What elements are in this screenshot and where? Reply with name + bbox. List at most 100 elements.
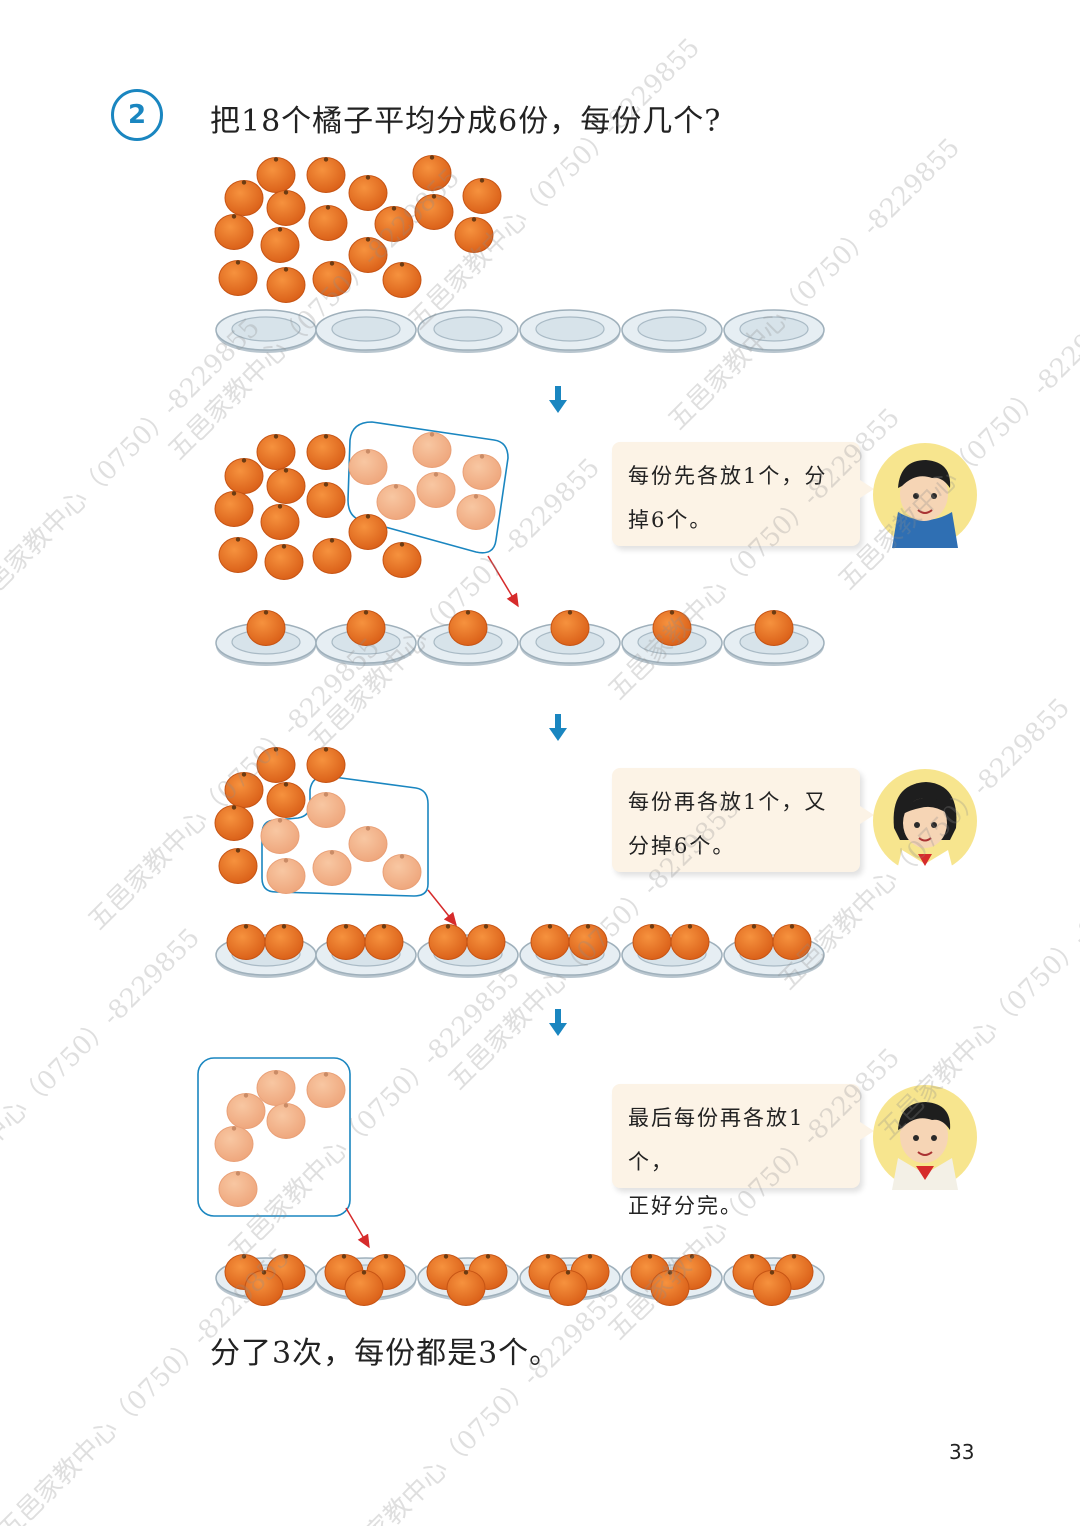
- orange: [530, 924, 570, 960]
- orange-faded: [376, 484, 416, 520]
- orange-faded: [256, 1070, 296, 1106]
- plate: [723, 309, 825, 353]
- down-arrow-icon: [549, 386, 567, 413]
- orange: [346, 610, 386, 646]
- orange: [344, 1270, 384, 1306]
- plate: [315, 309, 417, 353]
- bubble-line: 正好分完。: [628, 1194, 743, 1218]
- orange: [306, 747, 346, 783]
- down-arrow-icon: [549, 714, 567, 741]
- orange-faded: [306, 1072, 346, 1108]
- orange: [214, 805, 254, 841]
- orange-faded: [260, 818, 300, 854]
- orange-faded: [214, 1126, 254, 1162]
- orange: [256, 157, 296, 193]
- orange: [466, 924, 506, 960]
- orange-faded: [456, 494, 496, 530]
- bubble-line: 分掉6个。: [628, 834, 736, 858]
- orange: [214, 491, 254, 527]
- speech-bubble: 最后每份再各放1个， 正好分完。: [612, 1084, 874, 1218]
- orange: [312, 261, 352, 297]
- orange: [214, 214, 254, 250]
- orange: [306, 482, 346, 518]
- orange: [306, 434, 346, 470]
- orange: [218, 260, 258, 296]
- orange: [412, 155, 452, 191]
- orange: [454, 217, 494, 253]
- orange: [550, 610, 590, 646]
- orange: [364, 924, 404, 960]
- orange: [224, 458, 264, 494]
- plate: [417, 309, 519, 353]
- orange-faded: [348, 449, 388, 485]
- orange: [260, 504, 300, 540]
- selection-box: [261, 775, 429, 897]
- orange: [348, 514, 388, 550]
- orange: [650, 1270, 690, 1306]
- orange-faded: [226, 1093, 266, 1129]
- plate: [215, 309, 317, 353]
- orange: [652, 610, 692, 646]
- orange: [266, 190, 306, 226]
- orange: [264, 544, 304, 580]
- orange-faded: [412, 432, 452, 468]
- speech-bubble: 每份再各放1个，又 分掉6个。: [612, 768, 874, 872]
- selection-box: [197, 1057, 351, 1217]
- question-text: 把18个橘子平均分成6份，每份几个?: [210, 104, 722, 139]
- orange: [568, 924, 608, 960]
- orange-faded: [306, 792, 346, 828]
- orange-faded: [348, 826, 388, 862]
- orange-faded: [416, 472, 456, 508]
- page-number: 33: [949, 1440, 975, 1464]
- orange: [266, 782, 306, 818]
- orange-faded: [312, 850, 352, 886]
- orange: [448, 610, 488, 646]
- boy-avatar: [873, 443, 977, 548]
- bubble-line: 掉6个。: [628, 508, 713, 532]
- red-arrow: [345, 1207, 370, 1249]
- orange: [218, 848, 258, 884]
- orange: [246, 610, 286, 646]
- orange: [266, 267, 306, 303]
- bubble-line: 每份再各放1个，又: [628, 790, 828, 814]
- orange: [256, 747, 296, 783]
- plate: [621, 309, 723, 353]
- boy-avatar: [873, 1085, 977, 1190]
- orange: [446, 1270, 486, 1306]
- orange: [266, 468, 306, 504]
- girl-avatar: [873, 769, 977, 874]
- orange: [374, 206, 414, 242]
- orange-faded: [462, 454, 502, 490]
- orange: [326, 924, 366, 960]
- orange: [264, 924, 304, 960]
- orange: [312, 538, 352, 574]
- orange: [734, 924, 774, 960]
- conclusion-text: 分了3次，每份都是3个。: [210, 1336, 561, 1371]
- orange: [754, 610, 794, 646]
- orange: [632, 924, 672, 960]
- orange: [218, 537, 258, 573]
- orange: [772, 924, 812, 960]
- orange: [348, 237, 388, 273]
- orange: [428, 924, 468, 960]
- orange: [224, 180, 264, 216]
- orange: [670, 924, 710, 960]
- down-arrow-icon: [549, 1009, 567, 1036]
- orange-faded: [218, 1171, 258, 1207]
- orange-faded: [382, 854, 422, 890]
- red-arrow: [487, 555, 519, 608]
- orange: [548, 1270, 588, 1306]
- red-arrow: [427, 889, 457, 927]
- problem-number-badge: 2: [111, 89, 163, 141]
- orange: [244, 1270, 284, 1306]
- orange-faded: [266, 1103, 306, 1139]
- orange: [752, 1270, 792, 1306]
- orange: [382, 262, 422, 298]
- orange: [308, 205, 348, 241]
- orange: [348, 175, 388, 211]
- speech-bubble: 每份先各放1个，分 掉6个。: [612, 442, 874, 546]
- orange-faded: [266, 858, 306, 894]
- orange: [382, 542, 422, 578]
- orange: [414, 194, 454, 230]
